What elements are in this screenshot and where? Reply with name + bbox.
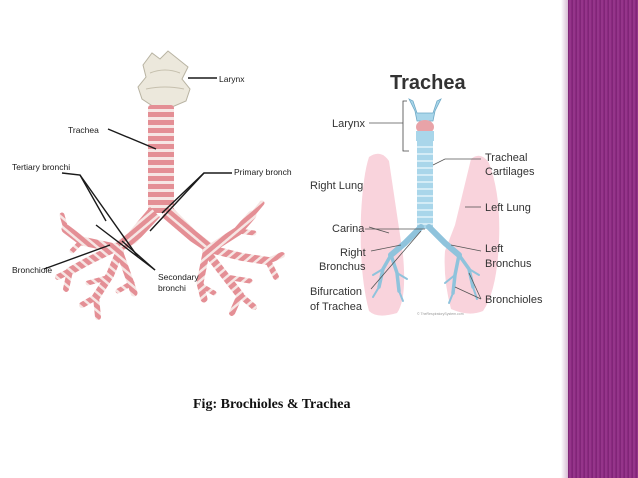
trachea-shape <box>417 141 433 229</box>
right-leader-lines <box>365 122 482 300</box>
secondary-bronchi-label-line1: Secondary <box>158 272 199 282</box>
left-lung-label: Left Lung <box>485 202 531 214</box>
carina-label: Carina <box>332 223 365 235</box>
right-bronchial-branches <box>196 200 285 316</box>
trachea-tube <box>148 105 174 213</box>
bronchial-tree-diagram: Larynx Trachea Tertiary bronchi Primary … <box>12 50 292 320</box>
primary-bronch-label: Primary bronch <box>234 167 292 177</box>
left-lung-shape <box>444 155 500 314</box>
left-larynx-label: Larynx <box>219 74 245 84</box>
right-lung-label: Right Lung <box>310 180 363 192</box>
right-bronchus-label-line1: Right <box>340 247 366 259</box>
side-band-shadow <box>561 0 568 478</box>
image-credit: © TheRespiratorySystem.com <box>417 312 464 316</box>
left-leader-lines <box>43 77 232 271</box>
bronchioles-label: Bronchioles <box>485 294 543 306</box>
larynx-shape <box>408 98 442 141</box>
right-bronchus-label-line2: Bronchus <box>319 261 366 273</box>
larynx-bracket <box>402 100 409 152</box>
bronchi-branches <box>372 224 480 304</box>
left-bronchial-branches <box>55 212 138 320</box>
tracheal-cartilages-label-line2: Cartilages <box>485 166 535 178</box>
left-trachea-label: Trachea <box>68 125 99 135</box>
figure-caption: Fig: Brochioles & Trachea <box>193 397 351 412</box>
right-primary-bronchus <box>162 205 214 253</box>
tracheal-cartilages-label-line1: Tracheal <box>485 152 527 164</box>
larynx-illustration <box>137 50 191 108</box>
tertiary-bronchi-label: Tertiary bronchi <box>12 162 70 172</box>
right-larynx-label: Larynx <box>332 118 366 130</box>
bifurcation-label-line1: Bifurcation <box>310 286 362 298</box>
bronchiole-label: Bronchiole <box>12 265 52 275</box>
bifurcation-label-line2: of Trachea <box>310 301 363 313</box>
left-primary-bronchus <box>112 207 160 253</box>
decorative-side-band <box>568 0 638 478</box>
tracheal-cartilage-rings <box>417 146 433 225</box>
trachea-title: Trachea <box>390 72 466 94</box>
trachea-lungs-diagram: Trachea <box>310 72 543 316</box>
left-bronchus-label-line1: Left <box>485 243 503 255</box>
secondary-bronchi-label-line2: bronchi <box>158 283 186 293</box>
right-lung-shape <box>360 153 405 316</box>
left-bronchus-label-line2: Bronchus <box>485 258 532 270</box>
